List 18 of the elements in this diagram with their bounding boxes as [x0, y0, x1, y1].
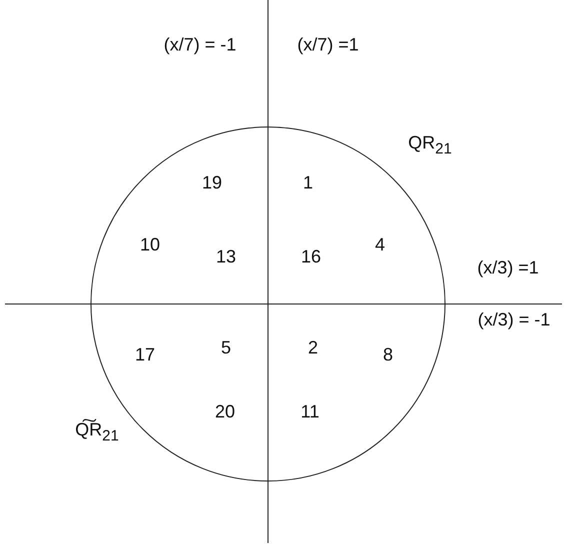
- symbol-label: (x/7) =1: [297, 34, 359, 56]
- number-label: 2: [308, 338, 318, 358]
- number-label: 5: [221, 338, 231, 358]
- number-label: 13: [216, 246, 236, 268]
- number-label: 20: [214, 402, 236, 422]
- number-label: 1: [303, 172, 313, 194]
- number-label: 16: [300, 246, 322, 268]
- symbol-label: (x/7) = -1: [164, 34, 236, 56]
- number-label: 10: [140, 234, 160, 256]
- number-label: 19: [202, 172, 222, 194]
- symbol-label: (x/3) =1: [477, 258, 539, 278]
- set-label: Q͠R$_{21}$: [75, 420, 119, 444]
- number-label: 11: [300, 402, 320, 422]
- symbol-label: (x/3) = -1: [478, 310, 550, 330]
- number-label: 17: [134, 344, 156, 366]
- number-label: 8: [383, 344, 393, 366]
- set-label: QR$_{21}$: [408, 132, 452, 158]
- number-label: 4: [375, 234, 385, 256]
